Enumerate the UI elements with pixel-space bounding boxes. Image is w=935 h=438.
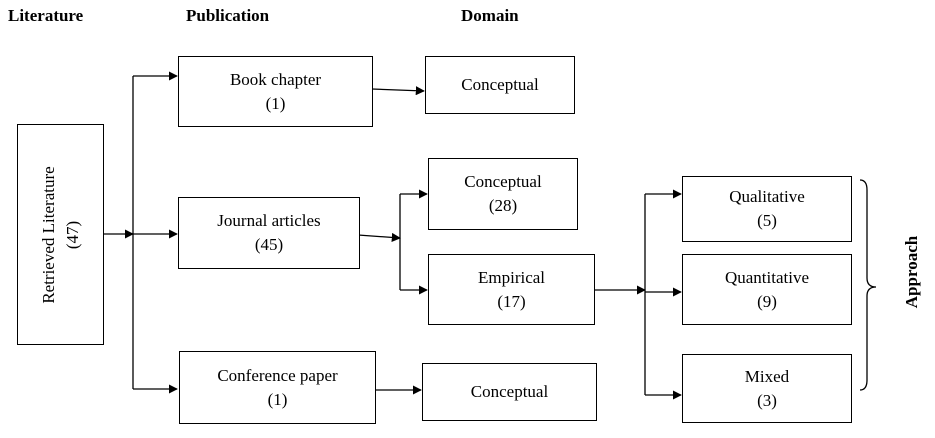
connector-journal-out bbox=[357, 232, 401, 242]
quantitative-box: Quantitative (9) bbox=[682, 254, 852, 325]
book-chapter-count: (1) bbox=[265, 93, 286, 113]
book-chapter-label: Book chapter bbox=[229, 69, 322, 89]
conference-paper-box: Conference paper (1) bbox=[179, 351, 376, 424]
root-label: Retrieved Literature (47) bbox=[37, 166, 85, 303]
header-publication: Publication bbox=[186, 6, 270, 25]
root-box: Retrieved Literature (47) bbox=[17, 124, 104, 345]
conference-paper-label: Conference paper bbox=[217, 365, 338, 385]
empirical-count: (17) bbox=[497, 291, 526, 311]
connector-book-conceptual bbox=[371, 86, 425, 96]
quantitative-label: Quantitative bbox=[724, 267, 810, 287]
quantitative-count: (9) bbox=[757, 291, 777, 311]
journal-conceptual-count: (28) bbox=[488, 196, 518, 215]
journal-conceptual-box: Conceptual (28) bbox=[428, 158, 578, 230]
qualitative-box: Qualitative (5) bbox=[682, 176, 852, 242]
root-count: (47) bbox=[62, 220, 82, 249]
mixed-label: Mixed bbox=[744, 366, 790, 386]
qualitative-count: (5) bbox=[757, 211, 777, 230]
journal-articles-box: Journal articles (45) bbox=[178, 197, 360, 269]
mixed-box: Mixed (3) bbox=[682, 354, 852, 423]
empirical-label: Empirical bbox=[477, 267, 546, 287]
conference-conceptual-box: Conceptual bbox=[422, 363, 597, 421]
header-domain: Domain bbox=[461, 6, 519, 25]
empirical-box: Empirical (17) bbox=[428, 254, 595, 325]
header-literature: Literature bbox=[8, 6, 84, 25]
book-chapter-box: Book chapter (1) bbox=[178, 56, 373, 127]
conference-paper-count: (1) bbox=[267, 389, 288, 409]
journal-articles-label: Journal articles bbox=[217, 211, 321, 230]
conference-conceptual-label: Conceptual bbox=[470, 382, 549, 401]
journal-conceptual-label: Conceptual bbox=[464, 172, 542, 191]
root-title: Retrieved Literature bbox=[38, 165, 58, 304]
mixed-count: (3) bbox=[757, 390, 777, 410]
header-approach: Approach bbox=[902, 235, 921, 309]
book-conceptual-box: Conceptual bbox=[425, 56, 575, 114]
approach-bracket bbox=[859, 179, 877, 391]
journal-articles-count: (45) bbox=[254, 235, 284, 254]
book-conceptual-label: Conceptual bbox=[461, 75, 539, 94]
qualitative-label: Qualitative bbox=[729, 187, 805, 206]
